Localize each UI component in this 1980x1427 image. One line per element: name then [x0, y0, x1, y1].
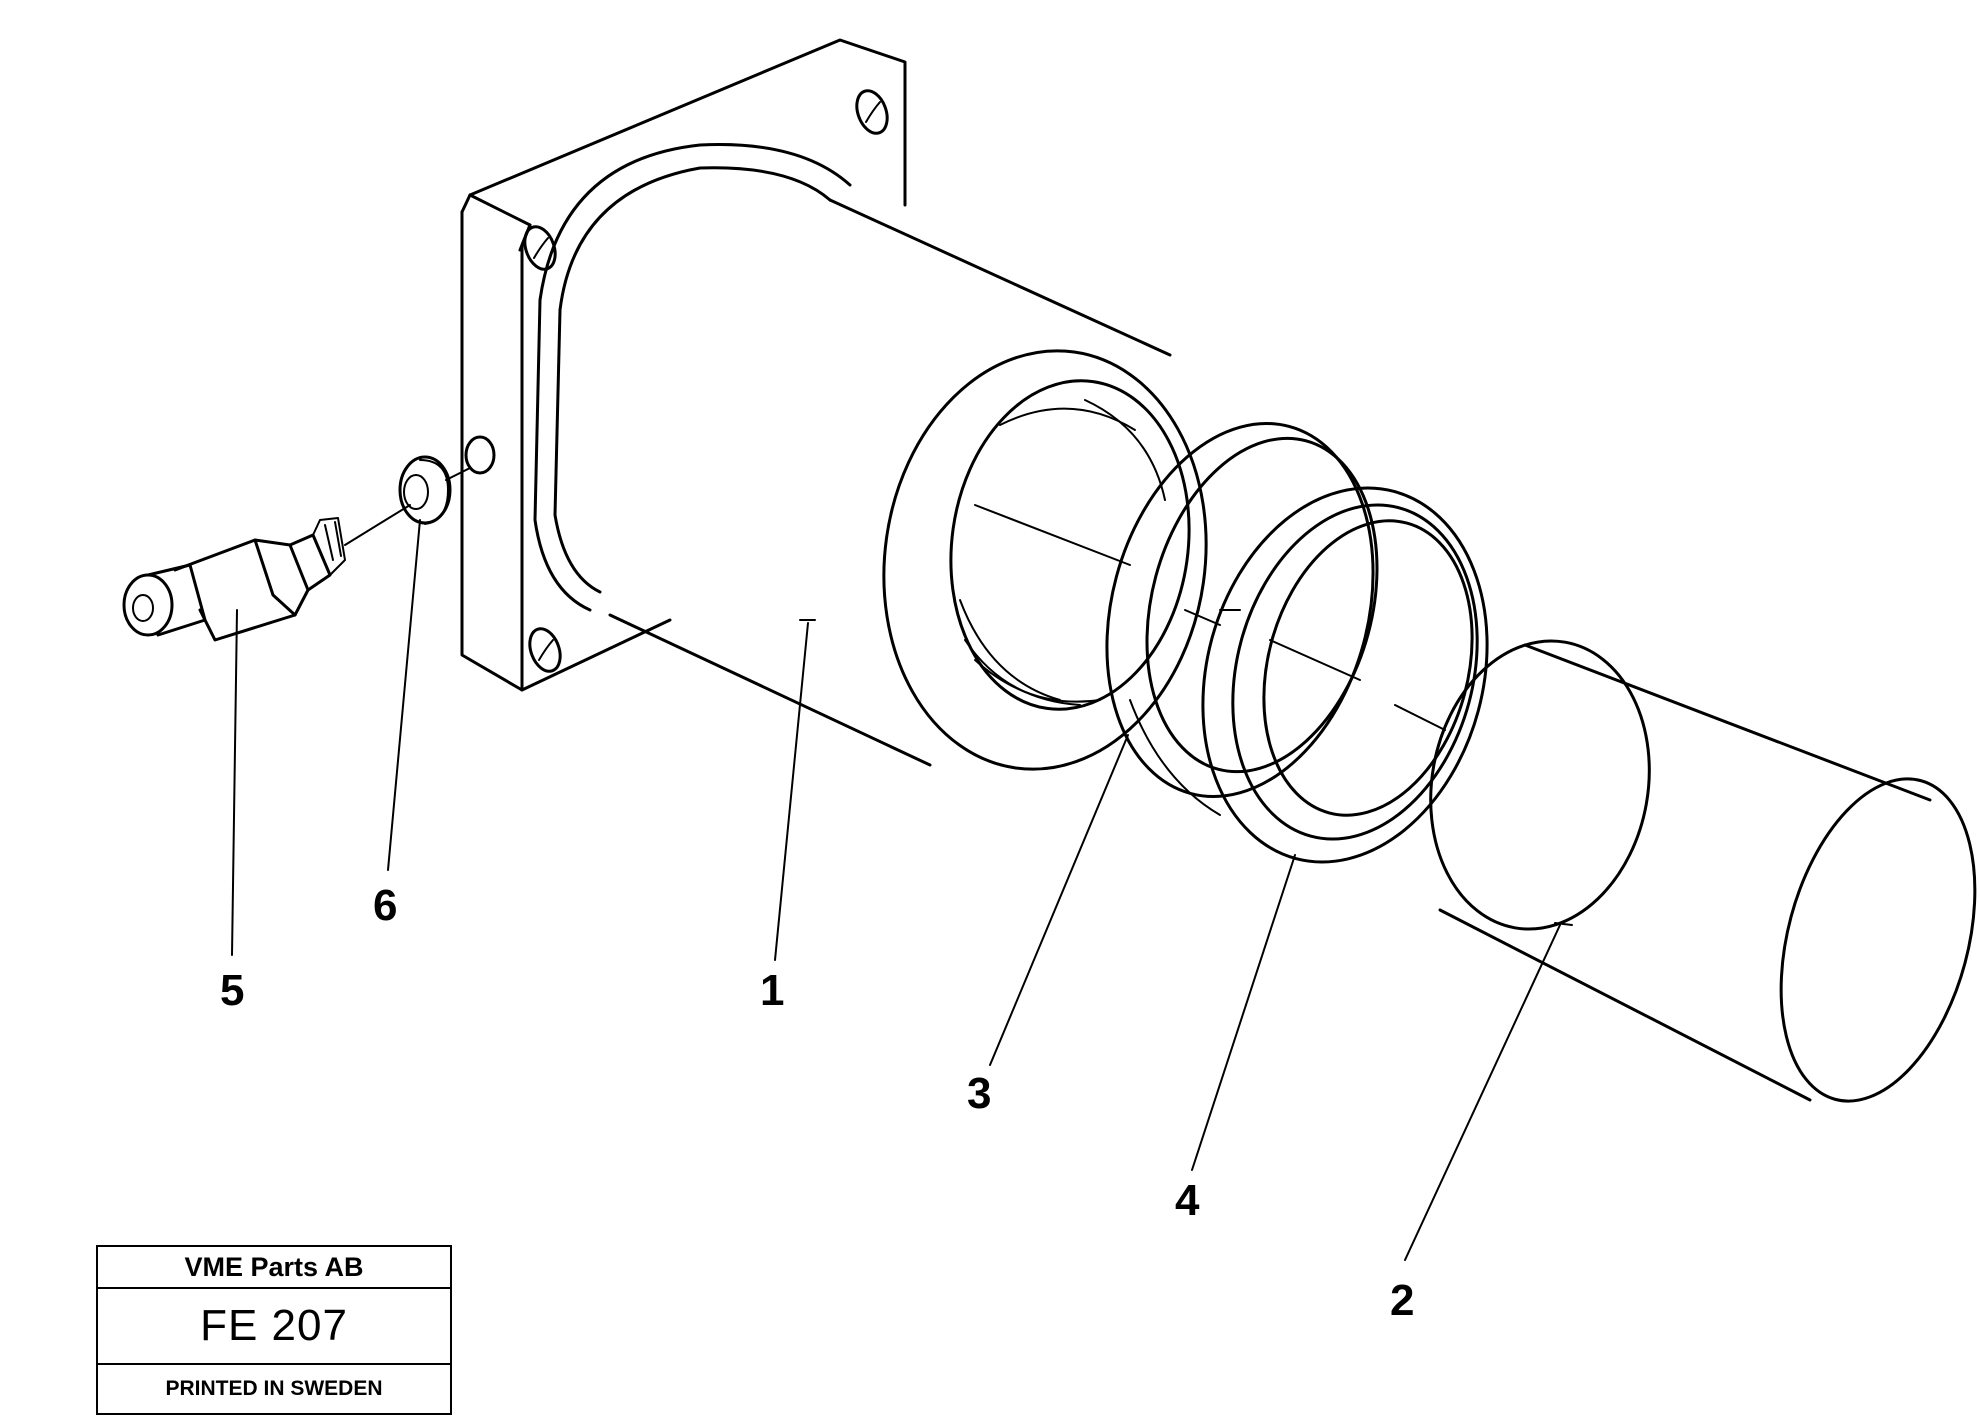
callout-4: 4: [1175, 1176, 1200, 1225]
printed-note: PRINTED IN SWEDEN: [165, 1377, 383, 1400]
housing-flange: [460, 38, 1221, 771]
callout-2: 2: [1390, 1276, 1414, 1325]
piston: [1429, 639, 1977, 1103]
callout-5: 5: [220, 966, 244, 1015]
callout-1: 1: [760, 966, 784, 1015]
company-name: VME Parts AB: [98, 1247, 450, 1289]
callout-3: 3: [967, 1069, 991, 1118]
washer: [398, 455, 471, 525]
bushing-ring: [1201, 486, 1489, 864]
leader-lines: [231, 519, 1573, 1261]
drawing-code: FE 207: [98, 1289, 450, 1365]
sensor-fitting: [122, 504, 411, 642]
callout-6: 6: [373, 881, 397, 930]
title-block: VME Parts AB FE 207 PRINTED IN SWEDEN: [96, 1245, 452, 1415]
seal-ring: [1105, 422, 1379, 816]
